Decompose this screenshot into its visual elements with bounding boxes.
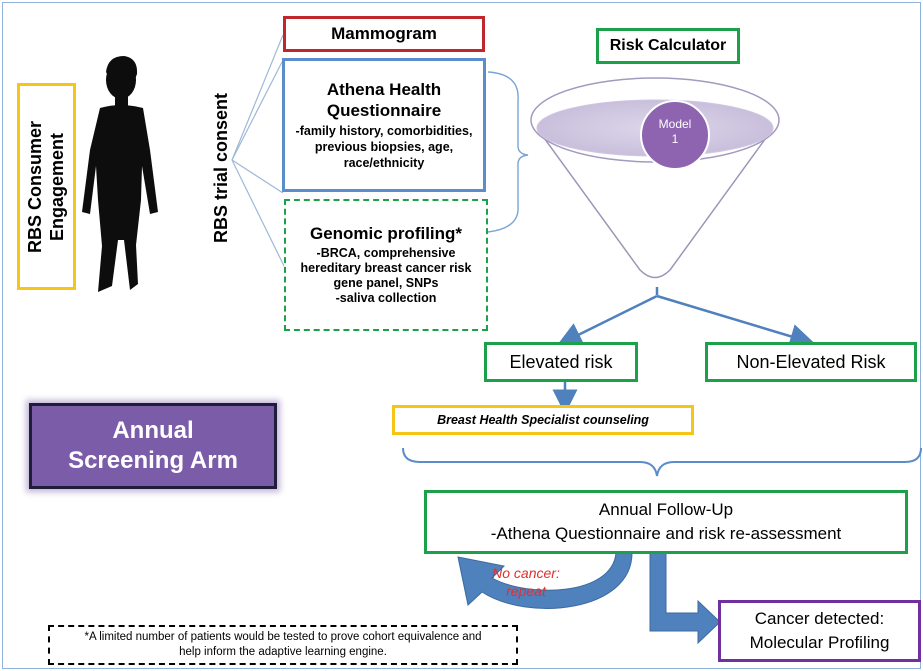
risk-calculator-box: Risk Calculator <box>596 28 740 64</box>
athena-questionnaire-box: Athena Health Questionnaire -family hist… <box>282 58 486 192</box>
trial-consent-label: RBS trial consent <box>211 92 231 244</box>
annual-screening-arm-box: Annual Screening Arm <box>29 403 277 489</box>
no-cancer-line2: repeat <box>506 583 546 599</box>
footnote-box: *A limited number of patients would be t… <box>48 625 518 665</box>
consent-fan-lines <box>231 34 286 269</box>
arm-line1: Annual <box>112 417 194 444</box>
consumer-engagement-box <box>17 83 76 290</box>
athena-detail: -family history, comorbidities, previous… <box>295 124 473 170</box>
mammogram-box: Mammogram <box>283 16 485 52</box>
consumer-engagement-label: RBS Consumer Engagement <box>24 107 70 267</box>
genomic-saliva: -saliva collection <box>335 291 437 305</box>
arrow-to-non-elevated <box>656 294 815 349</box>
arrow-to-elevated <box>556 294 658 346</box>
non-elevated-risk-label: Non-Elevated Risk <box>736 351 886 372</box>
follow-up-detail: -Athena Questionnaire and risk re-assess… <box>490 524 842 543</box>
engagement-line1: RBS Consumer <box>25 120 45 254</box>
no-cancer-repeat-label: No cancer: repeat <box>486 564 566 600</box>
annual-follow-up-box: Annual Follow-Up -Athena Questionnaire a… <box>424 490 908 554</box>
elevated-risk-label: Elevated risk <box>509 351 613 372</box>
counseling-box: Breast Health Specialist counseling <box>392 405 694 435</box>
repeat-arrow-icon <box>457 552 633 609</box>
risk-calculator-label: Risk Calculator <box>609 37 727 54</box>
risk-funnel <box>530 77 780 279</box>
genomic-profiling-box: Genomic profiling* -BRCA, comprehensive … <box>284 199 488 331</box>
engagement-line2: Engagement <box>47 132 67 242</box>
elevated-risk-box: Elevated risk <box>484 342 638 382</box>
mammogram-label: Mammogram <box>331 24 437 43</box>
cancer-arrow-icon <box>649 552 721 645</box>
follow-up-title: Annual Follow-Up <box>598 500 734 519</box>
cancer-line1: Cancer detected: <box>754 609 885 628</box>
model-1-label: Model 1 <box>641 117 709 147</box>
cancer-line2: Molecular Profiling <box>749 633 890 652</box>
no-cancer-line1: No cancer: <box>492 565 560 581</box>
footnote-text: *A limited number of patients would be t… <box>84 631 482 658</box>
cancer-detected-box: Cancer detected: Molecular Profiling <box>718 600 921 662</box>
counseling-label: Breast Health Specialist counseling <box>437 413 649 427</box>
model-line2: 1 <box>671 132 679 146</box>
genomic-detail: -BRCA, comprehensive hereditary breast c… <box>300 246 472 290</box>
input-brace <box>487 71 529 233</box>
non-elevated-risk-box: Non-Elevated Risk <box>705 342 917 382</box>
genomic-title: Genomic profiling* <box>309 224 463 243</box>
model-line1: Model <box>658 117 692 131</box>
woman-silhouette-icon <box>82 56 158 292</box>
athena-title: Athena Health Questionnaire <box>326 80 442 120</box>
outcomes-brace <box>402 447 922 477</box>
arm-line2: Screening Arm <box>68 447 238 474</box>
